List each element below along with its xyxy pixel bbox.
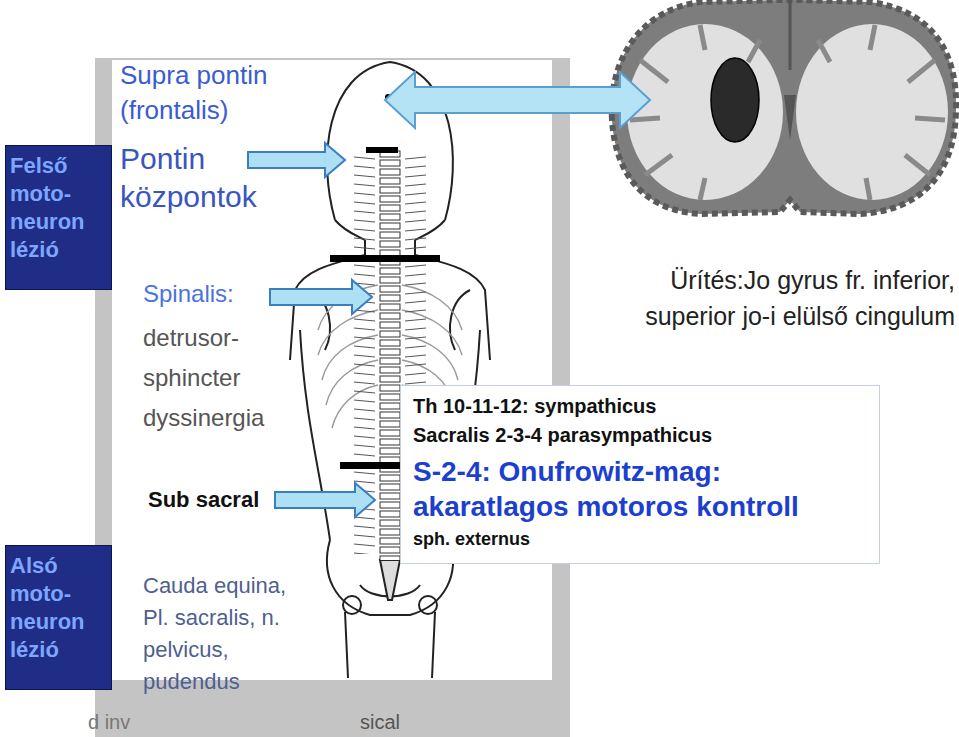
info-box: Th 10-11-12: sympathicusSacralis 2-3-4 p… xyxy=(400,385,880,564)
brain-cortex xyxy=(612,0,956,214)
annotation-label: d inv xyxy=(88,710,130,734)
midline-fissure xyxy=(789,0,792,70)
femur-head xyxy=(419,596,437,614)
gyri xyxy=(630,25,945,200)
lesion xyxy=(711,58,759,142)
femur-head xyxy=(343,596,361,614)
annotation-label: Supra pontin (frontalis) xyxy=(120,58,330,128)
box-heading: Alsó moto-neuron lézió xyxy=(10,552,107,665)
annotation-label: detrusor-sphincter dyssinergia xyxy=(143,318,303,438)
white-matter xyxy=(796,24,948,200)
annotation-label: Sub sacral xyxy=(148,487,259,513)
block-arrow xyxy=(248,143,345,177)
brain-section xyxy=(612,0,956,214)
sulcus xyxy=(700,178,870,200)
spinal-column xyxy=(378,150,402,560)
info-line: Sacralis 2-3-4 parasympathicus xyxy=(413,423,867,448)
annotation-label: Pontin központok xyxy=(120,140,320,215)
white-matter xyxy=(627,24,783,200)
leg-line xyxy=(345,612,435,678)
lesion-level-box: Alsó moto-neuron lézió xyxy=(5,545,112,690)
block-arrow xyxy=(270,280,372,314)
info-line: S-2-4: Onufrowitz-mag: akaratlagos motor… xyxy=(413,454,867,524)
sacrum xyxy=(380,560,400,600)
sulcus xyxy=(818,25,945,175)
annotation-label: Spinalis: xyxy=(143,280,234,309)
info-line: Th 10-11-12: sympathicus xyxy=(413,394,867,419)
level-bar xyxy=(330,255,440,262)
lesion-level-box: Felső moto-neuron lézió xyxy=(5,145,112,290)
annotation-label: Cauda equina, Pl. sacralis, n. pelvicus,… xyxy=(143,570,293,698)
level-bar xyxy=(366,147,398,153)
annotation-label: sical xyxy=(360,710,400,734)
block-arrow xyxy=(275,483,375,517)
box-heading: Felső moto-neuron lézió xyxy=(10,152,107,265)
double-arrow xyxy=(385,72,650,128)
ventricle xyxy=(784,95,796,140)
annotation-label: Ürítés:Jo gyrus fr. inferior, superior j… xyxy=(575,262,955,335)
info-line: sph. externus xyxy=(413,528,867,551)
